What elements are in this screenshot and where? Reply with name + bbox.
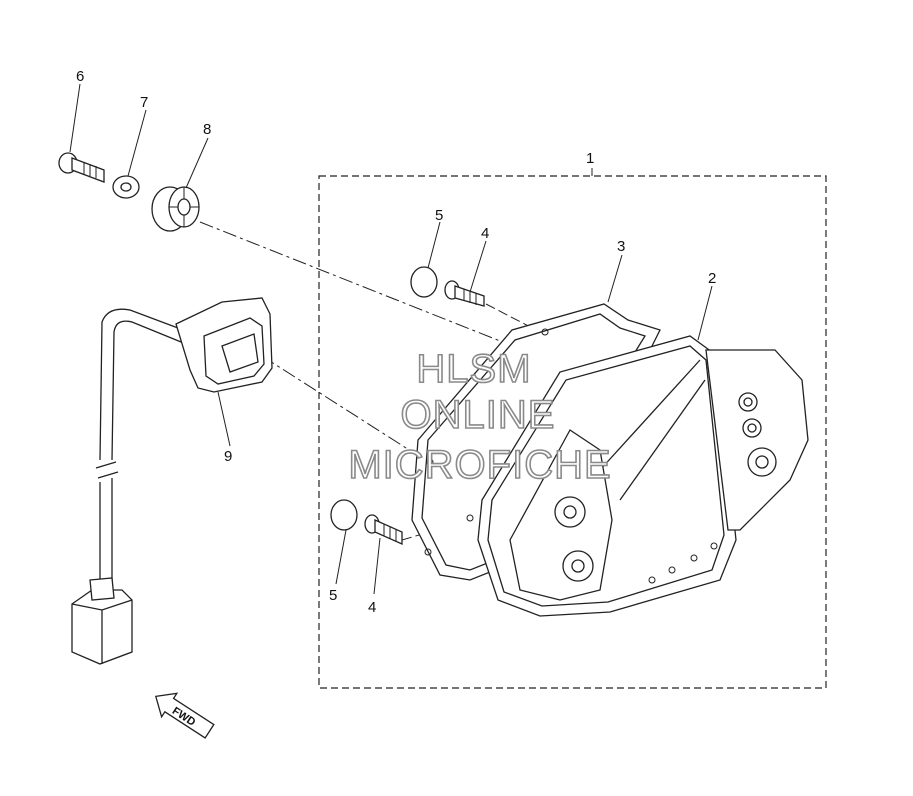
watermark-line-1: HLSM <box>416 347 531 391</box>
washer-part-7 <box>112 175 140 199</box>
leader-6 <box>69 83 81 153</box>
callout-8: 8 <box>203 121 211 138</box>
leader-9 <box>217 391 231 447</box>
meter-body-part-2 <box>477 335 809 617</box>
callout-2: 2 <box>708 270 716 287</box>
leader-5a <box>427 221 441 269</box>
grommet-part-8 <box>151 186 200 232</box>
watermark-line-3: MICROFICHE <box>348 443 611 487</box>
switch-harness-part-9 <box>71 297 273 665</box>
leader-5b <box>335 529 347 585</box>
callout-6: 6 <box>76 68 84 85</box>
leader-7 <box>127 109 147 177</box>
callout-1: 1 <box>586 150 594 167</box>
watermark-line-2: ONLINE <box>401 393 556 437</box>
cap-part-5-lower <box>330 499 358 531</box>
callout-7: 7 <box>140 94 148 111</box>
callout-5-upper: 5 <box>435 207 443 224</box>
callout-3: 3 <box>617 238 625 255</box>
leader-8 <box>185 137 209 189</box>
leader-4a <box>469 240 487 293</box>
assembly-boundary <box>318 175 827 689</box>
screw-part-6 <box>58 152 105 183</box>
callout-9: 9 <box>224 448 232 465</box>
callout-4-lower: 4 <box>368 599 376 616</box>
screw-part-4-lower <box>364 514 403 546</box>
callout-5-lower: 5 <box>329 587 337 604</box>
screw-part-4-upper <box>444 280 485 307</box>
guide-line-8 <box>199 221 549 361</box>
guide-line-9 <box>261 355 429 463</box>
leader-2 <box>697 285 713 341</box>
forward-arrow-icon: FWD <box>154 692 215 739</box>
leader-4b <box>373 537 381 595</box>
callout-4-upper: 4 <box>481 225 489 242</box>
leader-3 <box>607 254 623 303</box>
cap-part-5-upper <box>410 266 438 298</box>
